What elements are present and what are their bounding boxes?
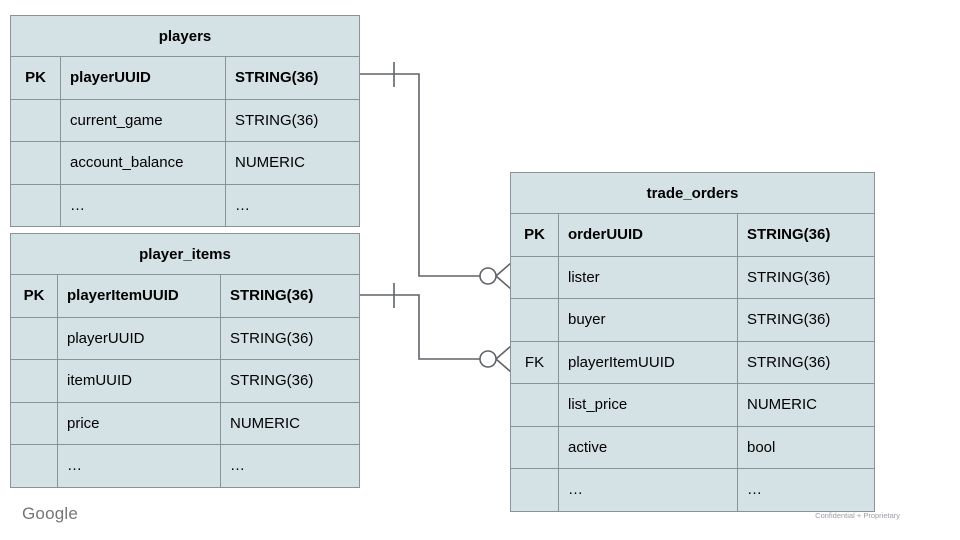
field-name-cell: buyer [559, 299, 738, 341]
field-name-cell: account_balance [61, 142, 226, 184]
field-type-cell: … [235, 196, 250, 214]
table-row: current_game STRING(36) [11, 99, 359, 142]
field-name-cell: … [61, 184, 226, 226]
table-row: …… [11, 445, 359, 487]
key-cell [11, 142, 61, 184]
field-name-cell: playerItemUUID [559, 341, 738, 383]
key-cell [11, 445, 58, 487]
zero-many-circle [479, 350, 497, 368]
field-name-cell: … [559, 469, 738, 511]
field-name-cell: playerItemUUID [58, 275, 221, 317]
field-type-cell: STRING(36) [747, 226, 831, 244]
connector-line [360, 73, 480, 277]
field-type-cell: … [747, 481, 762, 499]
crow-foot-prong [495, 358, 512, 373]
table-row: account_balance NUMERIC [11, 142, 359, 185]
key-cell: PK [11, 57, 61, 99]
table-row: active bool [511, 426, 874, 469]
field-name-cell: itemUUID [58, 360, 221, 402]
google-logo: Google [22, 504, 79, 523]
field-name-cell: playerUUID [61, 57, 226, 99]
table-row: …… [511, 469, 874, 511]
crow-foot-prong [495, 345, 512, 360]
field-type-cell: NUMERIC [235, 154, 305, 172]
field-type-cell: STRING(36) [747, 268, 831, 286]
relationship-player-items-to-trade-orders [360, 283, 512, 373]
field-type-cell: … [230, 457, 245, 475]
field-type-cell: NUMERIC [230, 414, 300, 432]
field-type-cell: STRING(36) [747, 353, 831, 371]
field-type-cell: STRING(36) [235, 69, 319, 87]
key-cell [511, 299, 559, 341]
key-cell [11, 99, 61, 141]
zero-many-circle [479, 267, 497, 285]
field-name-cell: active [559, 426, 738, 468]
field-name-cell: playerUUID [58, 317, 221, 359]
table-row: playerUUID STRING(36) [11, 317, 359, 360]
field-name-cell: … [58, 445, 221, 487]
field-name-cell: orderUUID [559, 214, 738, 256]
relationship-players-to-trade-orders [360, 62, 512, 290]
table-row: price NUMERIC [11, 402, 359, 445]
table-row: lister STRING(36) [511, 256, 874, 299]
table-row: itemUUID STRING(36) [11, 360, 359, 403]
key-cell [11, 317, 58, 359]
field-name-cell: price [58, 402, 221, 444]
key-cell [511, 384, 559, 426]
table-title: players [11, 16, 359, 57]
table-title: player_items [11, 234, 359, 275]
table-title: trade_orders [511, 173, 874, 214]
field-name-cell: lister [559, 256, 738, 298]
table-row: …… [11, 184, 359, 226]
crow-foot-prong [495, 275, 512, 290]
key-cell [11, 360, 58, 402]
field-name-cell: list_price [559, 384, 738, 426]
key-cell [11, 402, 58, 444]
key-cell [511, 256, 559, 298]
key-cell: PK [11, 275, 58, 317]
connector-line [360, 294, 480, 360]
field-type-cell: bool [747, 438, 776, 456]
key-cell [511, 469, 559, 511]
key-cell: FK [511, 341, 559, 383]
field-type-cell: NUMERIC [747, 396, 817, 414]
field-type-cell: STRING(36) [235, 111, 319, 129]
field-name-cell: current_game [61, 99, 226, 141]
confidential-label: Confidential + Proprietary [815, 511, 900, 520]
key-cell [511, 426, 559, 468]
field-type-cell: STRING(36) [230, 372, 314, 390]
field-type-cell: STRING(36) [747, 311, 831, 329]
table-row: list_price NUMERIC [511, 384, 874, 427]
table-row: buyer STRING(36) [511, 299, 874, 342]
key-cell [11, 184, 61, 226]
key-cell: PK [511, 214, 559, 256]
field-type-cell: STRING(36) [230, 287, 314, 305]
crow-foot-prong [495, 262, 512, 277]
field-type-cell: STRING(36) [230, 329, 314, 347]
